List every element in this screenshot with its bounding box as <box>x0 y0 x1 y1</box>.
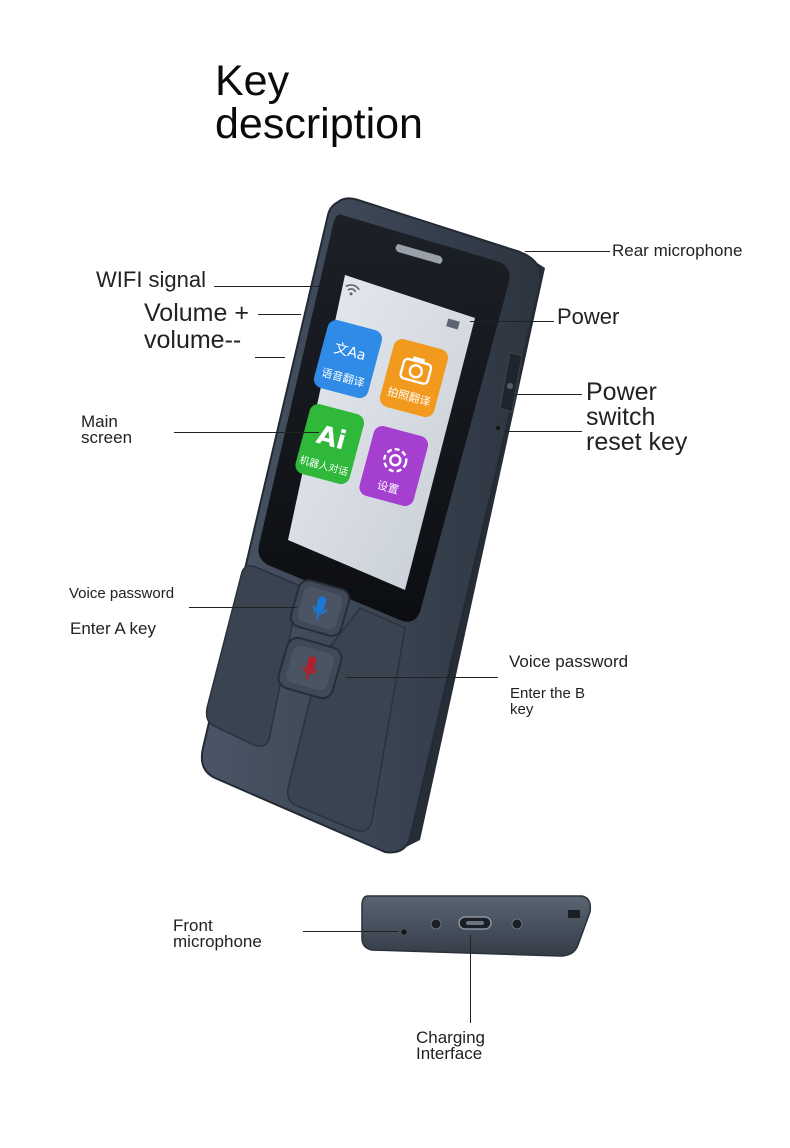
wifi-icon <box>345 284 360 296</box>
label-power: Power <box>557 304 620 329</box>
callout-line-volume-minus <box>255 357 285 358</box>
lower-panel-right <box>286 607 406 832</box>
callout-line-power <box>470 321 554 322</box>
tile-settings-label: 设置 <box>376 479 401 497</box>
tile-settings: 设置 <box>359 426 429 507</box>
label-main-screen-line2: screen <box>81 428 133 447</box>
voice-key-a[interactable] <box>288 578 351 638</box>
label-voice-password-b: Voice password <box>509 652 629 671</box>
label-volume-minus: volume-- <box>144 326 242 354</box>
label-power-switch-line3: reset key <box>586 428 688 456</box>
label-enter-b-key-line2: key <box>510 701 534 718</box>
tile-photo-translate: 拍照翻译 <box>379 339 449 418</box>
tile-voice-translate: 文Aa 语音翻译 <box>313 320 383 399</box>
camera-icon <box>399 356 433 385</box>
lower-panel-left <box>205 565 301 747</box>
label-enter-b-key-line1: Enter the B <box>510 685 586 702</box>
label-rear-microphone: Rear microphone <box>612 241 743 260</box>
label-charging-interface: Charging Interface <box>416 1028 485 1063</box>
label-volume-plus: Volume + <box>144 299 249 327</box>
side-power-button <box>499 351 523 413</box>
microphone-icon-red <box>302 656 318 680</box>
label-power-switch-line2: switch <box>586 403 656 431</box>
callout-line-charging <box>470 935 471 1023</box>
callout-line-power-switch <box>512 394 582 395</box>
page-title-line1: Key <box>215 57 290 105</box>
tile-robot-chat: Ai 机器人对话 <box>295 404 365 485</box>
label-front-microphone-line2: microphone <box>173 932 262 951</box>
callout-line-wifi <box>214 286 324 287</box>
callout-line-main-screen <box>174 432 319 433</box>
callout-line-front-mic <box>303 931 398 932</box>
callout-line-rear-mic <box>525 251 610 252</box>
label-front-microphone: Front microphone <box>173 916 262 951</box>
label-voice-password-a: Voice password <box>69 585 175 602</box>
page-title: Key description <box>215 60 423 146</box>
label-power-switch-line1: Power <box>586 378 657 406</box>
gear-icon <box>383 448 408 473</box>
label-main-screen: Main screen <box>81 412 133 447</box>
microphone-icon-blue <box>312 596 328 620</box>
label-enter-b-key: Enter the B key <box>510 686 585 718</box>
earpiece-grille <box>395 244 443 264</box>
label-enter-a-key: Enter A key <box>70 619 156 638</box>
callout-line-volume-plus <box>258 314 301 315</box>
label-charging-line2: Interface <box>416 1044 483 1063</box>
label-main-screen-line1: Main <box>81 412 118 431</box>
page-title-line2: description <box>215 100 423 148</box>
label-charging-line1: Charging <box>416 1028 485 1047</box>
callout-line-key-a <box>189 607 297 608</box>
front-mic-hole <box>401 929 407 935</box>
callout-line-key-b <box>346 677 498 678</box>
voice-key-b[interactable] <box>276 635 344 700</box>
reset-hole <box>496 426 500 430</box>
label-front-microphone-line1: Front <box>173 916 213 935</box>
label-wifi-signal: WIFI signal <box>96 267 207 292</box>
callout-line-reset <box>505 431 582 432</box>
battery-icon <box>446 318 460 330</box>
label-power-switch-reset: Power switch reset key <box>586 380 687 455</box>
